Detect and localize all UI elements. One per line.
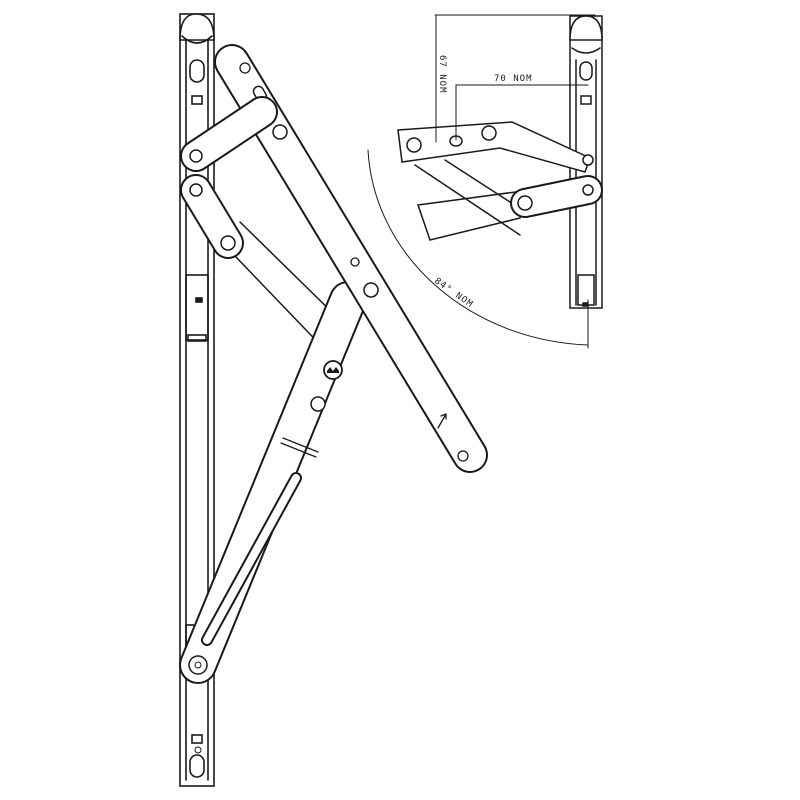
right-arm-assembly [397, 121, 603, 241]
yale-logo [323, 360, 343, 380]
angle-dimension-label: 84° NOM [432, 276, 475, 310]
arrow-icon [437, 413, 447, 429]
height-dimension-label: 67 NOM [437, 55, 447, 94]
upper-link [180, 96, 278, 172]
lower-link [180, 174, 244, 259]
offset-dimension-label: 70 NOM [494, 74, 533, 84]
upper-sash-arm [214, 44, 488, 473]
lower-stay-arm [179, 281, 367, 684]
dimension-lines [367, 14, 596, 349]
